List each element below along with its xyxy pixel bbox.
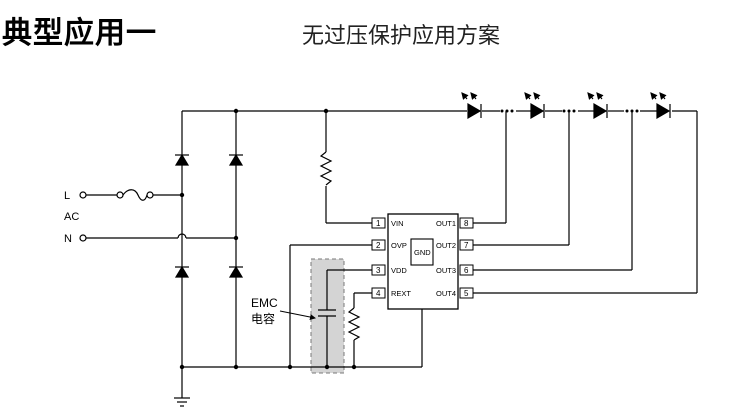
pin-5-number: 5 — [464, 289, 469, 298]
pin-3-name: VDD — [391, 266, 407, 275]
terminal-l-label: L — [64, 190, 70, 202]
emc-label-line2: 电容 — [251, 311, 275, 326]
emc-label-line1: EMC — [251, 296, 278, 310]
pin-8-name: OUT1 — [436, 219, 456, 228]
page-subtitle: 无过压保护应用方案 — [302, 24, 501, 49]
terminals — [79, 191, 87, 242]
pin-4-number: 4 — [376, 289, 381, 298]
pin-4-name: REXT — [391, 289, 411, 298]
terminal-ac-label: AC — [64, 211, 79, 223]
pin-2-number: 2 — [376, 241, 381, 250]
led-1 — [461, 92, 482, 120]
led-3 — [587, 92, 608, 120]
led-4 — [650, 92, 671, 120]
pin-1-name: VIN — [391, 219, 404, 228]
fuse — [116, 189, 154, 201]
pin-7-number: 7 — [464, 241, 469, 250]
emc-pointer-arrow — [279, 310, 316, 320]
ic-gnd-block — [410, 238, 434, 266]
ground-icon — [174, 397, 190, 407]
pin-6-number: 6 — [464, 266, 469, 275]
junction-dots — [179, 108, 639, 370]
left-pin-boxes — [371, 217, 386, 299]
pin-3-number: 3 — [376, 266, 381, 275]
right-pin-boxes — [459, 217, 474, 299]
led-string — [461, 92, 671, 120]
pin-7-name: OUT2 — [436, 241, 456, 250]
ic-gnd-label: GND — [414, 248, 431, 257]
pin-5-name: OUT4 — [436, 289, 456, 298]
pin-1-number: 1 — [376, 219, 381, 228]
pin-6-name: OUT3 — [436, 266, 456, 275]
pin-2-name: OVP — [391, 241, 407, 250]
led-2 — [524, 92, 545, 120]
page-title: 典型应用一 — [2, 16, 157, 51]
bridge-diodes — [174, 153, 244, 278]
pin-8-number: 8 — [464, 219, 469, 228]
terminal-n-label: N — [64, 233, 72, 245]
